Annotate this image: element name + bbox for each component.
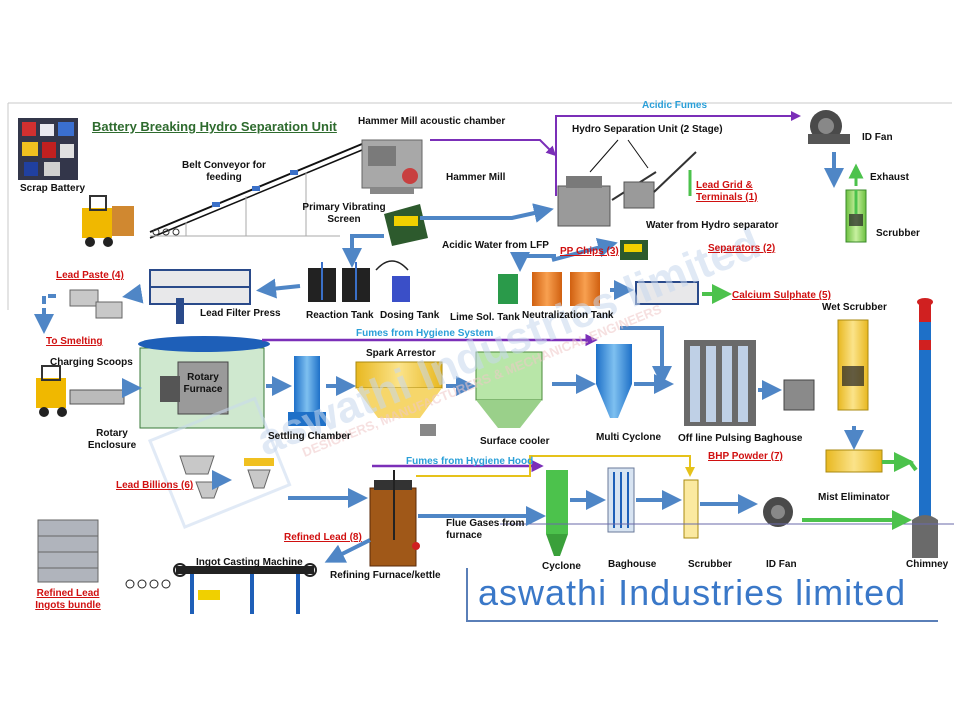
hydro-pointer-lines <box>589 139 649 173</box>
label-rotary-furnace: Rotary Furnace <box>183 372 223 395</box>
hydro-separation-icon <box>557 151 697 260</box>
scrubber-bottom-icon <box>683 479 699 539</box>
label-spark-arrestor: Spark Arrestor <box>366 348 436 359</box>
id-fan-top-icon <box>808 110 850 144</box>
calcium-filter-press-icon <box>635 281 699 305</box>
label-rotary-enclosure: Rotary Enclosure <box>87 428 137 451</box>
label-fumes-hygiene-hood: Fumes from Hygiene Hood <box>406 456 534 467</box>
label-to-smelting: To Smelting <box>46 336 103 347</box>
diagram-title: Battery Breaking Hydro Separation Unit <box>92 119 337 134</box>
frame-lines <box>7 102 952 310</box>
label-bhp-powder: BHP Powder (7) <box>708 451 783 462</box>
label-acidic-water: Acidic Water from LFP <box>442 240 549 251</box>
settling-chamber-icon <box>288 356 326 426</box>
label-surface-cooler: Surface cooler <box>480 436 550 447</box>
dosing-tank-icon <box>375 260 410 302</box>
label-calcium-sulphate: Calcium Sulphate (5) <box>732 290 831 301</box>
label-lead-grid: Lead Grid & Terminals (1) <box>696 180 758 203</box>
label-separators: Separators (2) <box>708 243 776 254</box>
brand-banner: aswathi Industries limited <box>466 568 938 622</box>
lead-paste-bins-icon <box>69 289 123 319</box>
label-water-hydro: Water from Hydro separator <box>646 220 779 231</box>
lead-filter-press-icon <box>149 269 251 324</box>
label-neutralization-tank: Neutralization Tank <box>522 310 614 321</box>
label-hammer-mill-chamber: Hammer Mill acoustic chamber <box>358 116 506 127</box>
label-lead-filter-press: Lead Filter Press <box>200 308 281 319</box>
hammer-mill-icon <box>361 139 423 194</box>
brand-name: aswathi Industries limited <box>478 572 907 613</box>
label-exhaust: Exhaust <box>870 172 909 183</box>
cyclone-icon <box>546 470 568 556</box>
label-cyclone: Cyclone <box>542 561 581 572</box>
neutralization-tank-icon <box>532 272 600 306</box>
label-scrubber-bottom: Scrubber <box>688 559 732 570</box>
refined-ingots-icon <box>37 519 99 583</box>
label-flue-gases: Flue Gases from furnace <box>446 518 525 541</box>
label-pp-chips: PP Chips (3) <box>560 246 619 257</box>
label-baghouse: Baghouse <box>608 559 657 570</box>
multi-cyclone-icon <box>596 344 632 418</box>
label-lime-tank: Lime Sol. Tank <box>450 312 520 323</box>
forklift-charging-icon <box>36 365 125 417</box>
label-belt-conveyor: Belt Conveyor for feeding <box>182 160 266 183</box>
lead-billions-icon <box>179 455 274 499</box>
label-reaction-tank: Reaction Tank <box>306 310 374 321</box>
label-refining-furnace: Refining Furnace/kettle <box>330 570 441 581</box>
id-fan-bottom-icon <box>763 497 793 527</box>
ingot-casting-icon <box>125 563 317 614</box>
wet-scrubber-icon <box>783 319 869 411</box>
offline-baghouse-icon <box>684 340 756 426</box>
vibrating-screen-icon <box>384 204 428 246</box>
label-mist-eliminator: Mist Eliminator <box>818 492 890 503</box>
label-id-fan-bottom: ID Fan <box>766 559 797 570</box>
label-lead-billions: Lead Billions (6) <box>116 480 194 491</box>
label-refined-lead: Refined Lead (8) <box>284 532 362 543</box>
label-primary-screen: Primary Vibrating Screen <box>302 202 386 225</box>
label-hammer-mill: Hammer Mill <box>446 172 506 183</box>
forklift-icon <box>82 195 134 247</box>
refining-kettle-icon <box>369 470 420 567</box>
label-scrap-battery: Scrap Battery <box>20 183 86 194</box>
label-wet-scrubber: Wet Scrubber <box>822 302 887 313</box>
label-settling-chamber: Settling Chamber <box>268 431 351 442</box>
label-dosing-tank: Dosing Tank <box>380 310 440 321</box>
surface-cooler-icon <box>475 351 543 428</box>
label-lead-paste: Lead Paste (4) <box>56 270 124 281</box>
spark-arrestor-icon <box>355 361 443 436</box>
label-id-fan-top: ID Fan <box>862 132 893 143</box>
lime-tank-icon <box>498 274 518 304</box>
label-multi-cyclone: Multi Cyclone <box>596 432 662 443</box>
belt-conveyor <box>149 143 363 239</box>
reaction-tank-icon <box>308 262 370 302</box>
label-scrubber-top: Scrubber <box>876 228 920 239</box>
baghouse-icon <box>607 467 635 533</box>
label-charging-scoops: Charging Scoops <box>50 357 133 368</box>
label-refined-ingots-bundle: Refined Lead Ingots bundle <box>35 588 101 611</box>
label-offline-baghouse: Off line Pulsing Baghouse <box>678 433 803 444</box>
mist-eliminator-icon <box>825 449 883 473</box>
label-ingot-casting: Ingot Casting Machine <box>196 557 303 568</box>
label-fumes-hygiene-system: Fumes from Hygiene System <box>356 328 494 339</box>
label-acidic-fumes: Acidic Fumes <box>642 100 708 111</box>
label-hydro-separation: Hydro Separation Unit (2 Stage) <box>572 124 723 135</box>
chimney-icon <box>912 298 938 558</box>
scrap-battery-icon <box>18 118 78 180</box>
label-chimney: Chimney <box>906 559 949 570</box>
flow-arrows <box>34 111 918 563</box>
